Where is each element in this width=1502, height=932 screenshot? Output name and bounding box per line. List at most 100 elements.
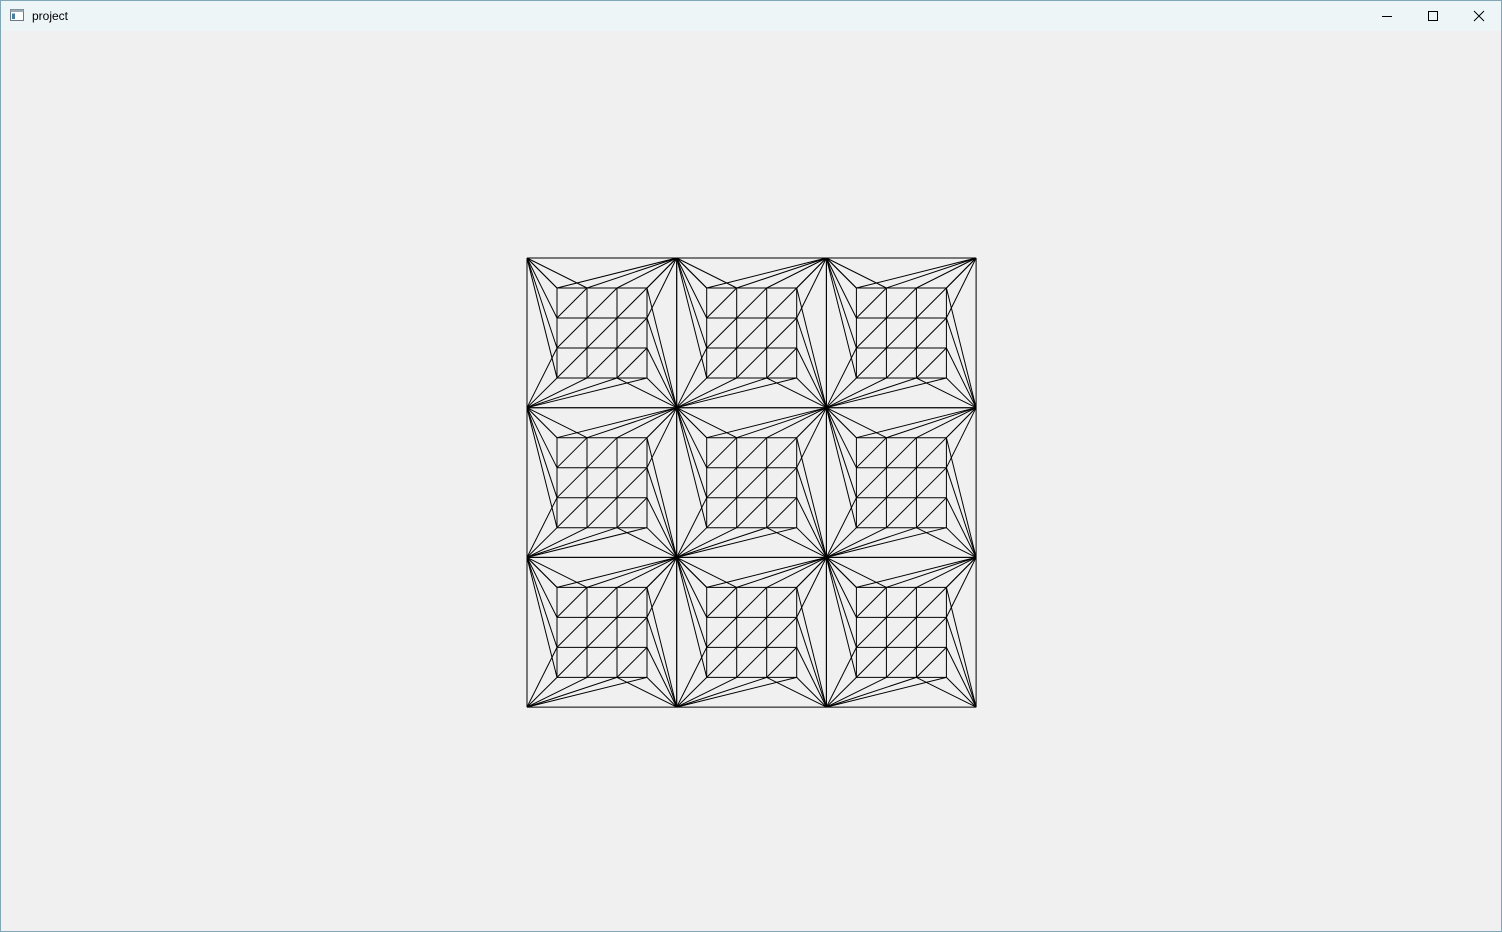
fan-line	[856, 556, 977, 588]
fan-line	[526, 377, 618, 409]
triangle-mesh-canvas	[526, 257, 977, 708]
fan-line	[706, 257, 827, 289]
fan-line	[766, 407, 827, 439]
fan-line	[916, 257, 977, 289]
inner-diagonal	[706, 497, 738, 529]
inner-diagonal	[736, 497, 768, 529]
inner-diagonal	[916, 287, 947, 319]
inner-diagonal	[616, 647, 648, 678]
inner-diagonal	[616, 467, 648, 499]
fan-line	[526, 377, 648, 409]
fan-line	[796, 467, 827, 558]
inner-diagonal	[766, 317, 798, 349]
fan-line	[676, 257, 708, 319]
fan-line	[736, 407, 827, 439]
inner-diagonal	[586, 467, 618, 499]
fan-line	[526, 257, 558, 289]
fan-line	[526, 557, 558, 588]
fan-line	[676, 257, 708, 349]
fan-line	[646, 317, 678, 408]
fan-line	[826, 676, 887, 708]
inner-diagonal	[706, 317, 738, 349]
fan-line	[945, 617, 977, 708]
fan-line	[856, 407, 977, 439]
inner-diagonal	[616, 617, 648, 648]
inner-diagonal	[556, 587, 588, 618]
fan-line	[616, 556, 677, 588]
fan-line	[646, 257, 678, 289]
fan-line	[526, 407, 558, 468]
fan-line	[916, 407, 977, 439]
fan-line	[616, 377, 677, 409]
inner-diagonal	[916, 587, 947, 618]
fan-line	[945, 317, 977, 408]
fan-line	[916, 527, 977, 558]
fan-line	[586, 407, 677, 439]
inner-diagonal	[736, 287, 768, 319]
fan-line	[526, 377, 558, 409]
title-bar[interactable]: project	[1, 1, 1501, 31]
maximize-button[interactable]	[1410, 1, 1456, 31]
fan-line	[556, 257, 677, 289]
inner-diagonal	[916, 347, 947, 379]
fan-line	[796, 347, 827, 408]
inner-diagonal	[556, 347, 588, 379]
minimize-icon	[1382, 16, 1392, 17]
fan-line	[676, 557, 708, 678]
fan-line	[646, 437, 678, 558]
fan-line	[556, 407, 677, 439]
inner-diagonal	[556, 287, 588, 319]
fan-line	[676, 677, 708, 708]
fan-line	[646, 377, 678, 409]
fan-line	[676, 497, 708, 558]
fan-line	[945, 587, 977, 708]
fan-line	[826, 527, 917, 558]
fan-line	[796, 407, 827, 468]
inner-diagonal	[886, 347, 917, 379]
fan-line	[616, 676, 677, 708]
fan-line	[526, 407, 558, 439]
fan-line	[826, 407, 857, 439]
fan-line	[676, 407, 708, 528]
fan-line	[526, 676, 618, 708]
fan-line	[526, 557, 558, 648]
fan-line	[526, 407, 558, 528]
inner-diagonal	[736, 587, 768, 618]
fan-line	[766, 556, 827, 588]
fan-line	[706, 407, 827, 439]
fan-line	[945, 287, 977, 408]
minimize-button[interactable]	[1364, 1, 1410, 31]
inner-diagonal	[886, 617, 917, 648]
fan-line	[676, 557, 708, 618]
inner-diagonal	[766, 617, 798, 648]
inner-diagonal	[856, 317, 887, 349]
fan-line	[676, 257, 708, 289]
inner-diagonal	[766, 587, 798, 618]
fan-line	[826, 257, 857, 289]
inner-diagonal	[556, 497, 588, 529]
fan-line	[526, 377, 588, 409]
inner-diagonal	[616, 497, 648, 529]
fan-line	[826, 557, 857, 588]
inner-diagonal	[856, 617, 887, 648]
inner-diagonal	[916, 437, 947, 469]
fan-line	[945, 557, 977, 618]
fan-line	[945, 257, 977, 319]
fan-line	[796, 257, 827, 319]
fan-line	[646, 677, 678, 708]
fan-line	[646, 647, 678, 708]
fan-line	[646, 467, 678, 558]
fan-line	[796, 497, 827, 558]
inner-diagonal	[856, 467, 887, 499]
fan-line	[946, 257, 977, 289]
fan-line	[825, 257, 857, 349]
fan-line	[945, 467, 977, 558]
fan-line	[796, 287, 827, 408]
inner-diagonal	[706, 287, 738, 319]
close-button[interactable]	[1456, 1, 1502, 31]
inner-diagonal	[916, 467, 947, 499]
inner-diagonal	[586, 437, 618, 469]
fan-line	[676, 407, 708, 498]
fan-line	[945, 497, 977, 558]
fan-line	[646, 407, 678, 468]
